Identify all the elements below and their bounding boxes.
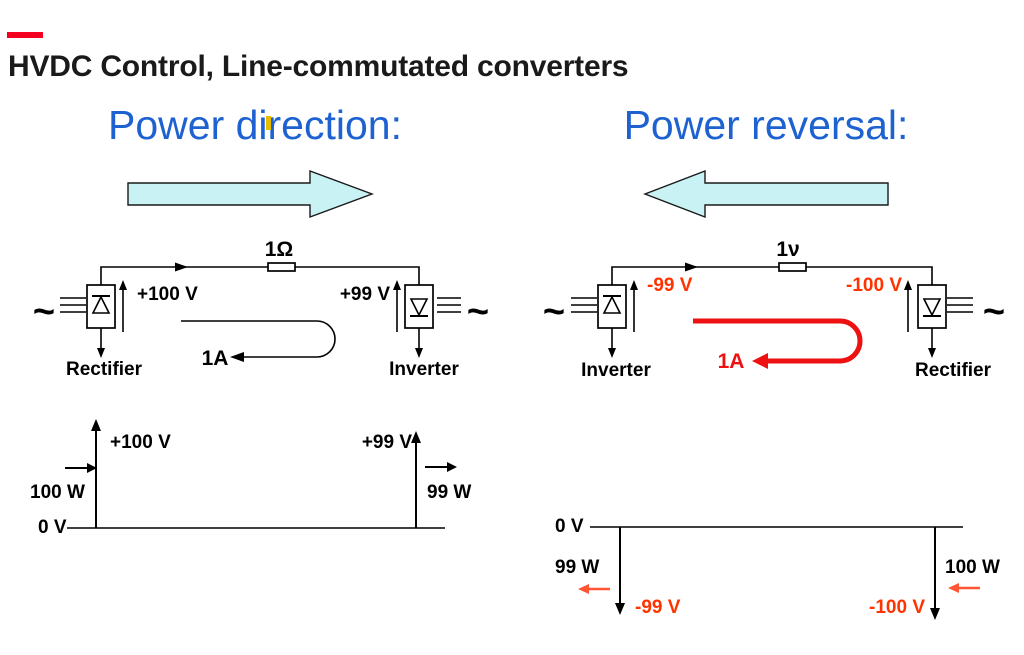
power-direction-arrow (127, 169, 375, 219)
dc-current-arrowhead-icon (175, 262, 188, 272)
voltage-arrowhead-up-icon (630, 280, 638, 290)
ac-tilde-left: ~ (33, 291, 55, 333)
graph-power-left: 99 W (555, 557, 599, 578)
graph-voltage-left: -99 V (635, 597, 681, 618)
ac-lines-left (571, 297, 597, 313)
graph-zero-label: 0 V (555, 516, 584, 537)
voltage-label-left: +100 V (137, 284, 198, 305)
graph-power-left: 100 W (30, 482, 85, 503)
heading-power-direction: Power direction: (108, 102, 402, 148)
dc-line (611, 266, 933, 285)
graph-zero-label: 0 V (38, 517, 67, 538)
arrowhead-right-icon (87, 463, 97, 473)
converter-label-inverter: Inverter (389, 359, 459, 380)
valve-triangle-up-icon (602, 295, 622, 314)
return-arrowhead-down-icon (415, 348, 423, 358)
ac-lines-right (947, 297, 973, 313)
ac-tilde-left: ~ (543, 291, 565, 333)
voltage-label-right: -100 V (846, 275, 902, 296)
pointer-cursor-artifact (266, 116, 271, 130)
page-title: HVDC Control, Line-commutated converters (8, 50, 629, 83)
big-arrow-left-icon (643, 169, 889, 219)
valve-triangle-down-icon (409, 298, 429, 317)
voltage-profile-reversal: 0 V 99 W -99 V 100 W -100 V (555, 516, 1000, 620)
voltage-label-right: +99 V (340, 284, 391, 305)
return-arrowhead-down-icon (97, 348, 105, 358)
return-arrowhead-down-icon (608, 348, 616, 358)
voltage-arrowhead-up-icon (904, 280, 912, 290)
converter-box-inverter (404, 284, 434, 329)
ac-lines-left (60, 297, 86, 313)
return-arrowhead-down-icon (928, 348, 936, 358)
power-reversal-arrow (643, 169, 889, 219)
arrowhead-down-icon (615, 603, 625, 615)
dc-line (100, 266, 420, 285)
valve-triangle-up-icon (91, 295, 111, 314)
brand-accent-dash (7, 32, 43, 38)
converter-box-inverter (597, 284, 627, 329)
voltage-arrowhead-up-icon (393, 280, 401, 290)
current-loop (181, 320, 336, 358)
graph-power-right: 100 W (945, 557, 1000, 578)
voltage-label-left: -99 V (647, 275, 693, 296)
big-arrow-right-icon (127, 169, 375, 219)
current-label: 1A (202, 347, 229, 370)
reversed-current-arrowhead-icon (752, 353, 768, 369)
ac-tilde-right: ~ (467, 291, 489, 333)
current-label: 1A (718, 350, 745, 373)
reversed-current-loop (693, 318, 863, 364)
dc-current-arrowhead-icon (685, 262, 698, 272)
arrowhead-right-icon (447, 462, 457, 472)
resistor-label: 1Ω (265, 238, 294, 261)
resistor-label: 1ν (776, 238, 799, 261)
circuit-power-direction: 1Ω ~ +100 V +99 V ~ 1A Rectifier Inverte… (33, 238, 489, 380)
graph-voltage-right: +99 V (362, 432, 413, 453)
converter-label-rectifier: Rectifier (66, 359, 143, 380)
converter-box-rectifier (917, 284, 947, 329)
valve-triangle-down-icon (922, 298, 942, 317)
converter-label-inverter: Inverter (581, 360, 651, 381)
current-loop-arrowhead-icon (230, 352, 244, 362)
graph-voltage-right: -100 V (869, 597, 925, 618)
graph-power-right: 99 W (427, 482, 471, 503)
arrowhead-left-icon (948, 583, 959, 593)
voltage-arrowhead-up-icon (119, 280, 127, 290)
arrowhead-down-icon (930, 608, 940, 620)
circuit-power-reversal: 1ν ~ -99 V -100 V ~ 1A Inverter Rectifie… (543, 238, 1005, 381)
arrowhead-up-icon (91, 419, 101, 431)
converter-label-rectifier: Rectifier (915, 360, 992, 381)
resistor-symbol (778, 262, 807, 272)
arrowhead-left-icon (578, 584, 589, 594)
graph-voltage-left: +100 V (110, 432, 171, 453)
voltage-profile-direction: +100 V 100 W 0 V +99 V 99 W (30, 419, 471, 538)
converter-box-rectifier (86, 284, 116, 329)
resistor-symbol (267, 262, 296, 272)
ac-lines-right (437, 297, 461, 313)
arrowhead-up-icon (411, 431, 421, 443)
heading-power-reversal: Power reversal: (623, 102, 909, 148)
ac-tilde-right: ~ (983, 291, 1005, 333)
